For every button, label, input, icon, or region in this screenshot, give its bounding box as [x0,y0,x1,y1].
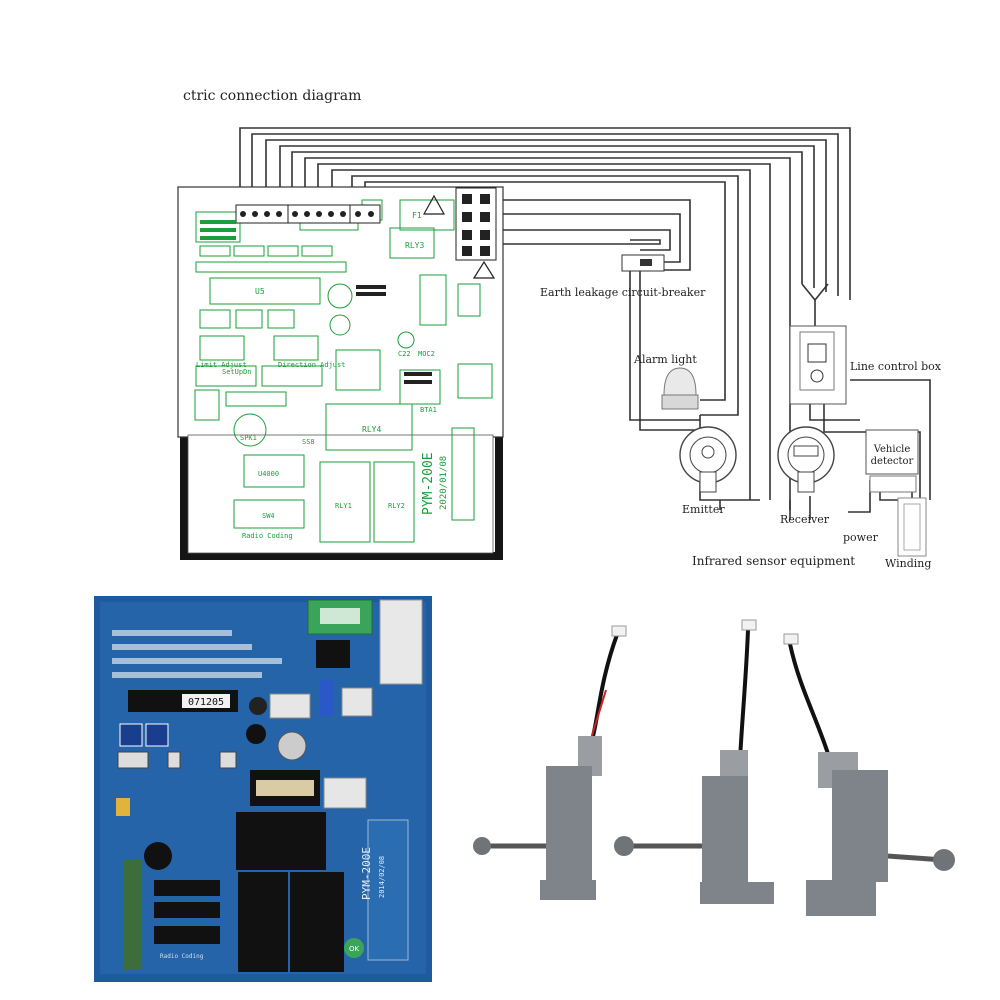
pcb-spk1: SPK1 [240,434,257,442]
pcb-setup: SetUpDn [222,368,252,376]
label-receiver: Receiver [780,513,830,526]
pcb-bta1: BTA1 [420,406,437,414]
ir-sensor-middle [614,619,774,904]
photo-model: PYM-200E [360,847,373,900]
earth-leakage-breaker [621,254,665,272]
label-infrared: Infrared sensor equipment [692,554,855,568]
pcb-photo: 071205 Radio Coding PYM-200E [94,596,432,982]
vehicle-detector-device [865,429,919,493]
pcb-limit-adjust: Limit Adjust [196,361,247,369]
diagram-title: ctric connection diagram [183,88,361,104]
pcb-date: 2020/01/08 [439,456,449,510]
photo-ok-stamp: OK [349,945,360,953]
label-alarm-light: Alarm light [633,353,697,366]
label-line-control-box: Line control box [850,360,942,373]
label-emitter: Emitter [682,503,725,516]
schematic-pcb: RLY3 F1 U5 Limit Adjust Direction Adjust… [177,186,504,560]
label-winding: Winding [885,557,931,570]
alarm-light [661,367,699,410]
pcb-ss8: SS8 [302,438,315,446]
pcb-rly4: RLY4 [362,425,381,434]
ir-sensor-right [783,633,955,916]
pcb-sw4: SW4 [262,512,275,520]
pcb-moc2: MOC2 [418,350,435,358]
pcb-model: PYM-200E [421,452,436,515]
pcb-radio-coding: Radio Coding [242,532,293,540]
label-earth-leakage: Earth leakage circuit-breaker [540,286,706,299]
ir-sensor-left [473,625,627,900]
pcb-c22: C22 [398,350,411,358]
pcb-u4000: U4000 [258,470,279,478]
pcb-u5: U5 [255,287,265,296]
pcb-rly2: RLY2 [388,502,405,510]
photo-radio-coding: Radio Coding [160,953,204,960]
photo-sticker: 071205 [188,697,224,708]
pcb-rly3: RLY3 [405,241,424,250]
winding-coil [897,497,927,557]
line-control-box [789,325,847,405]
label-power: power [843,531,879,544]
receiver-device [777,426,835,493]
emitter-device [679,426,737,493]
photo-date: 2014/02/08 [378,856,386,898]
pcb-f1: F1 [412,211,422,220]
pcb-direction-adjust: Direction Adjust [278,361,345,369]
pcb-rly1: RLY1 [335,502,352,510]
wiring-harness [239,127,931,520]
